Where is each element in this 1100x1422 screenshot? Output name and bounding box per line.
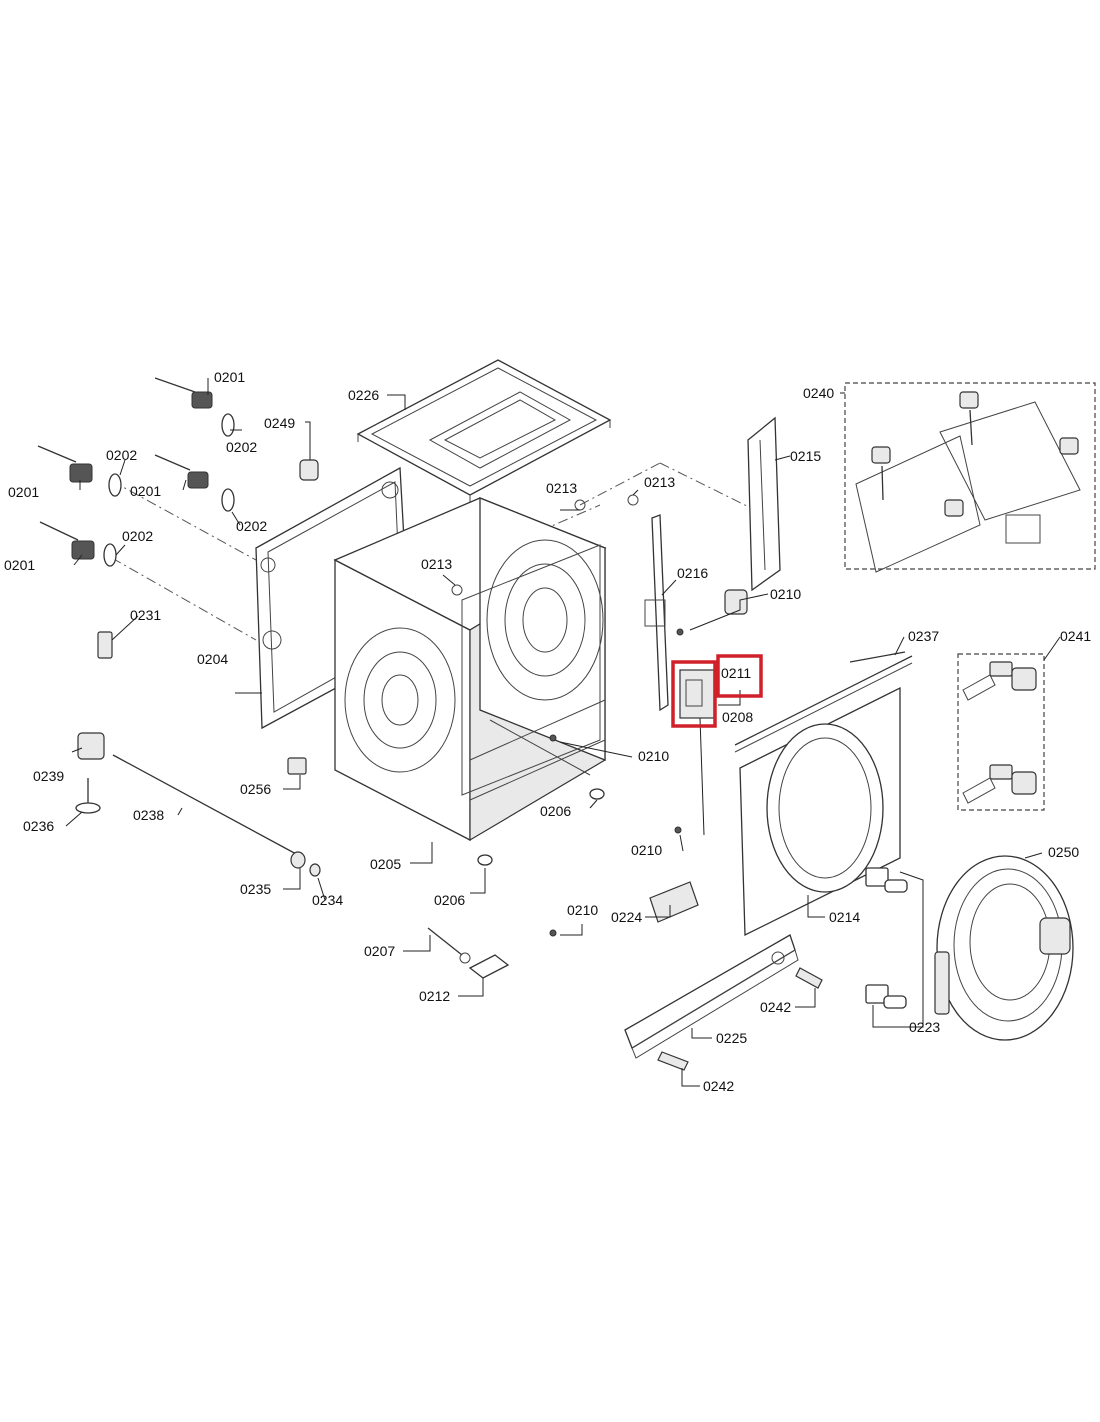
kit-box-0241 <box>957 653 1045 811</box>
label-0213-c: 0213 <box>421 556 452 572</box>
service-strip-part <box>747 416 781 592</box>
label-0202-mid: 0202 <box>236 518 267 534</box>
label-0249: 0249 <box>264 415 295 431</box>
label-0201-mid: 0201 <box>130 483 161 499</box>
label-0236: 0236 <box>23 818 54 834</box>
label-0201-mid-left: 0201 <box>8 484 39 500</box>
label-0201-top: 0201 <box>214 369 245 385</box>
label-0213-a: 0213 <box>546 480 577 496</box>
highlight-box-part <box>671 660 717 728</box>
label-0234: 0234 <box>312 892 343 908</box>
label-0214: 0214 <box>829 909 860 925</box>
label-0213-b: 0213 <box>644 474 675 490</box>
label-0256: 0256 <box>240 781 271 797</box>
label-0239: 0239 <box>33 768 64 784</box>
label-0237: 0237 <box>908 628 939 644</box>
label-0242-right: 0242 <box>760 999 791 1015</box>
front-panel-part <box>734 655 913 937</box>
label-0235: 0235 <box>240 881 271 897</box>
connector-box-part <box>679 669 715 836</box>
highlight-markers <box>671 654 763 728</box>
plinth-part <box>624 934 799 1059</box>
label-0242-bottom: 0242 <box>703 1078 734 1094</box>
cabinet-body-part <box>333 497 607 842</box>
label-0223: 0223 <box>909 1019 940 1035</box>
label-0212: 0212 <box>419 988 450 1004</box>
label-0238: 0238 <box>133 807 164 823</box>
label-0224: 0224 <box>611 909 642 925</box>
part-labels: 0201 0202 0249 0226 0240 0201 0202 0201 … <box>4 369 1091 1094</box>
label-0216: 0216 <box>677 565 708 581</box>
label-0210-valve: 0210 <box>770 586 801 602</box>
kit-box-0240 <box>844 382 1096 573</box>
label-0202-bottom: 0202 <box>122 528 153 544</box>
door-part <box>934 855 1074 1041</box>
small-parts <box>37 377 908 1071</box>
label-0202-mid-left: 0202 <box>106 447 137 463</box>
label-0231: 0231 <box>130 607 161 623</box>
label-0207: 0207 <box>364 943 395 959</box>
label-0215: 0215 <box>790 448 821 464</box>
label-0210-cabinet: 0210 <box>638 748 669 764</box>
label-0208: 0208 <box>722 709 753 725</box>
side-rail-part <box>644 514 669 712</box>
label-0225: 0225 <box>716 1030 747 1046</box>
label-0211: 0211 <box>721 665 751 681</box>
label-0202-top: 0202 <box>226 439 257 455</box>
label-0210-bottom: 0210 <box>567 902 598 918</box>
label-0241: 0241 <box>1060 628 1091 644</box>
leader-lines <box>65 378 1061 1087</box>
label-0204: 0204 <box>197 651 228 667</box>
label-0210-rod: 0210 <box>631 842 662 858</box>
label-0206-right: 0206 <box>540 803 571 819</box>
label-0240: 0240 <box>803 385 834 401</box>
label-0205: 0205 <box>370 856 401 872</box>
label-0226: 0226 <box>348 387 379 403</box>
label-0206-bottom: 0206 <box>434 892 465 908</box>
highlight-box-label <box>716 654 763 698</box>
label-0250: 0250 <box>1048 844 1079 860</box>
top-cover-part <box>356 359 612 503</box>
label-0201-bottom: 0201 <box>4 557 35 573</box>
